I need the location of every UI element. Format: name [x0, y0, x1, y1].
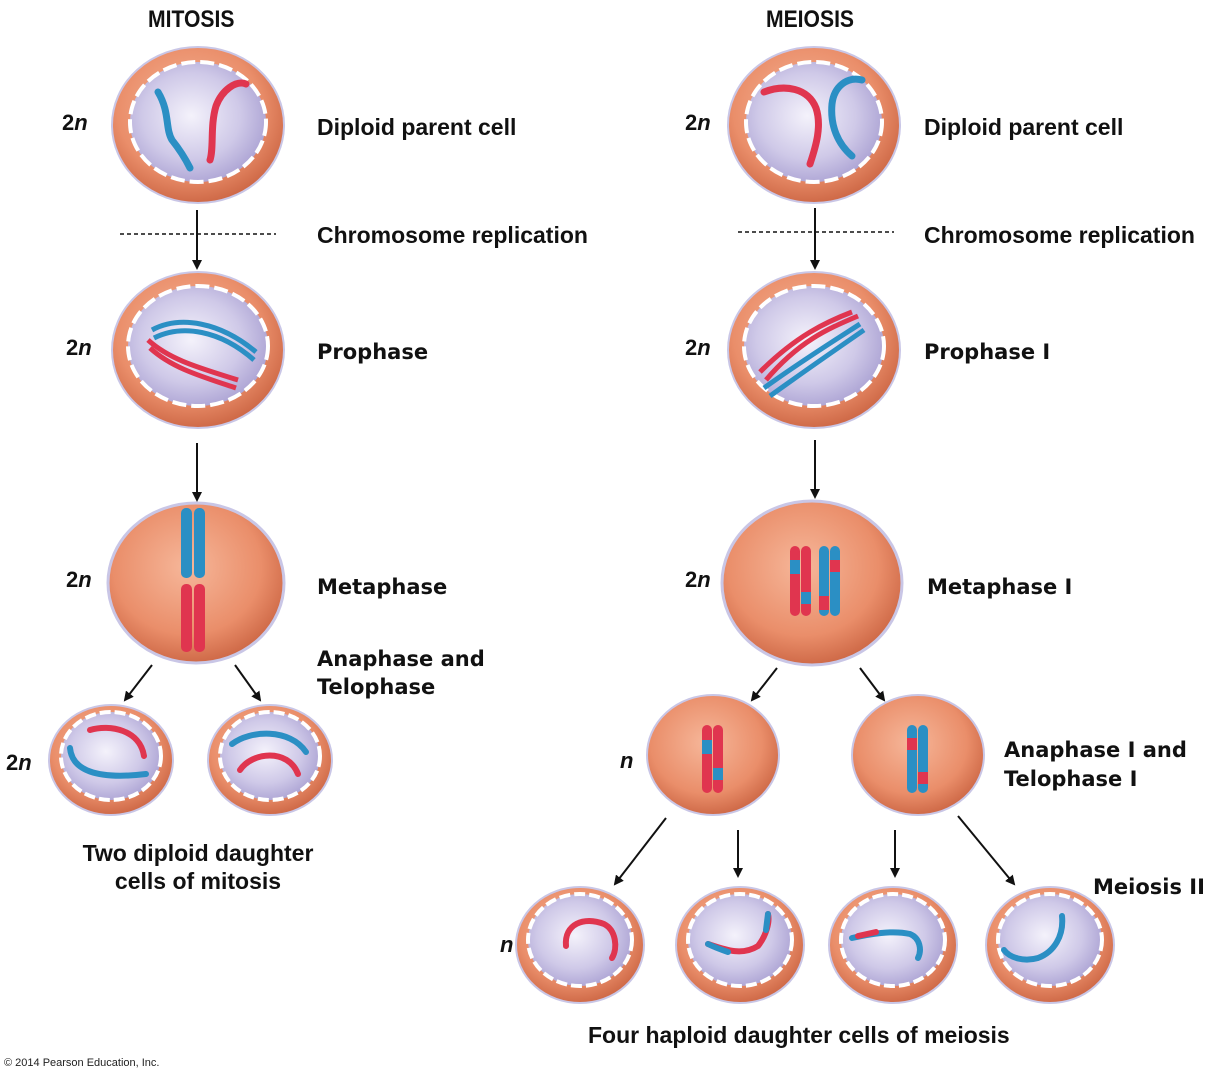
mitosis-daughter-cell	[48, 704, 174, 816]
ploidy-label: 2n	[66, 335, 92, 360]
ploidy-label: 2n	[62, 110, 88, 135]
arrow	[750, 667, 778, 702]
mitosis-result-label-line2: cells of mitosis	[114, 868, 282, 894]
meiosis-replication-label: Chromosome replication	[924, 222, 1195, 248]
meiosis-metaphase-label: Metaphase I	[927, 575, 1073, 599]
arrow	[123, 664, 153, 702]
meiosis-parent-cell	[727, 46, 901, 204]
meiosis-anaphase-cell	[646, 694, 780, 816]
arrow	[957, 815, 1016, 886]
ploidy-label: n	[620, 748, 634, 773]
meiosis-anaphase-label-line1: Anaphase I and	[1004, 738, 1187, 762]
meiosis-prophase-cell	[727, 271, 901, 429]
meiosis-haploid-cell	[675, 886, 805, 1004]
meiosis-prophase-label: Prophase I	[924, 340, 1051, 364]
meiosis-parent-label: Diploid parent cell	[924, 114, 1124, 140]
mitosis-daughter-cell	[207, 704, 333, 816]
ploidy-label: 2n	[685, 335, 711, 360]
ploidy-label: 2n	[685, 567, 711, 592]
meiosis-anaphase-cell	[851, 694, 985, 816]
meiosis-anaphase-label-line2: Telophase I	[1004, 767, 1138, 791]
ploidy-label: 2n	[685, 110, 711, 135]
mitosis-anaphase-label-line2: Telophase	[317, 675, 436, 699]
mitosis-result-label-line1: Two diploid daughter	[82, 840, 314, 866]
meiosis-haploid-cell	[828, 886, 958, 1004]
arrow	[234, 664, 262, 702]
mitosis-replication-label: Chromosome replication	[317, 222, 588, 248]
mitosis-prophase-label: Prophase	[317, 340, 429, 364]
copyright-credit: © 2014 Pearson Education, Inc.	[4, 1057, 160, 1069]
meiosis-haploid-cell	[515, 886, 645, 1004]
meiosis-haploid-cell	[985, 886, 1115, 1004]
ploidy-label: 2n	[6, 750, 32, 775]
mitosis-anaphase-label-line1: Anaphase and	[317, 647, 485, 671]
ploidy-label: 2n	[66, 567, 92, 592]
meiosis-result-label: Four haploid daughter cells of meiosis	[588, 1022, 1010, 1048]
meiosis-ii-label: Meiosis II	[1093, 875, 1205, 899]
mitosis-parent-cell	[111, 46, 285, 204]
ploidy-label: n	[500, 932, 514, 957]
mitosis-metaphase-label: Metaphase	[317, 575, 448, 599]
mitosis-parent-label: Diploid parent cell	[317, 114, 517, 140]
mitosis-prophase-cell	[111, 271, 285, 429]
meiosis-header: MEIOSIS	[766, 6, 855, 33]
arrow	[859, 667, 886, 702]
meiosis-metaphase-cell	[720, 499, 904, 667]
mitosis-metaphase-cell	[106, 501, 286, 665]
arrow	[613, 817, 667, 886]
mitosis-header: MITOSIS	[148, 6, 235, 33]
